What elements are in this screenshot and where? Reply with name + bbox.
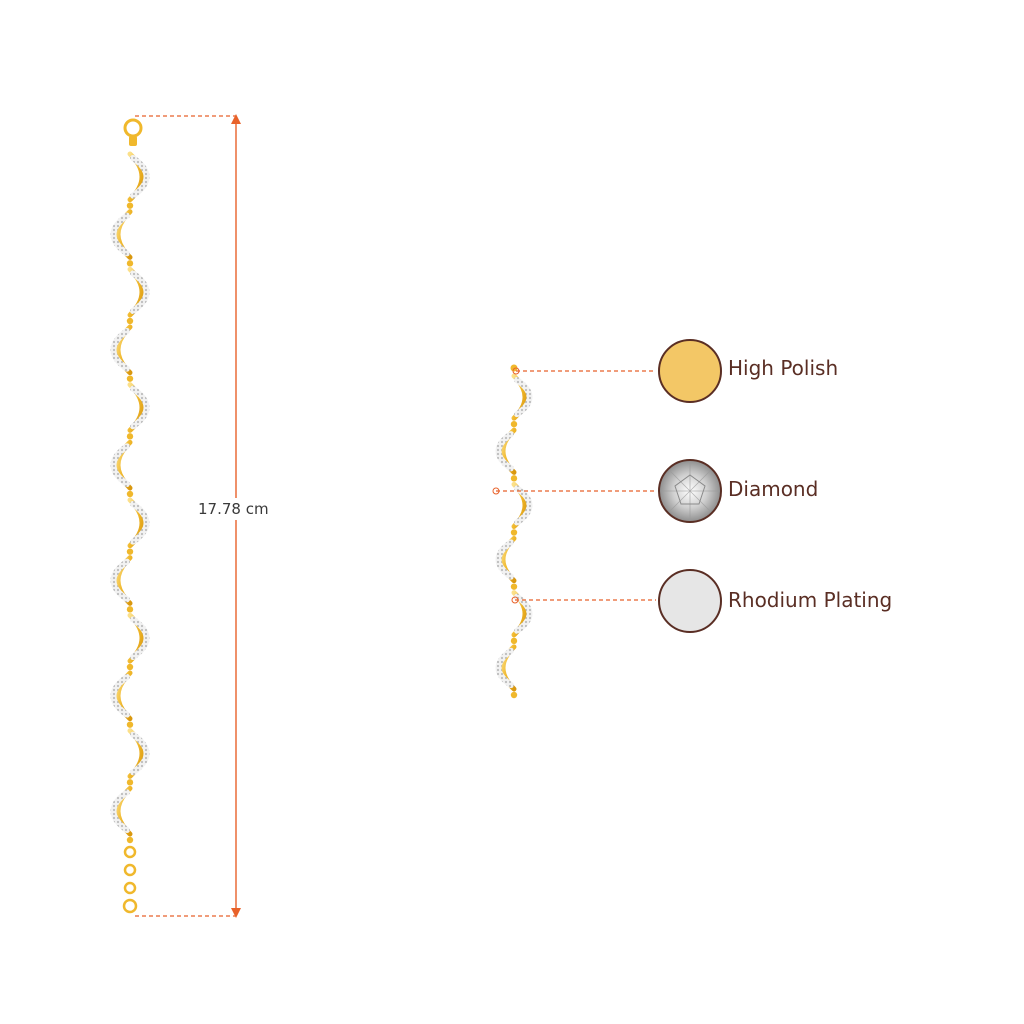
bracelet-closeup xyxy=(495,364,533,699)
extension-ring xyxy=(123,863,137,877)
long-link-diamonds xyxy=(130,155,150,199)
swatch-diamond xyxy=(658,459,722,523)
legend-label-high-polish: High Polish xyxy=(728,356,839,380)
long-link-diamonds xyxy=(110,443,130,487)
closeup-bead xyxy=(510,475,518,482)
closeup-bead xyxy=(510,637,518,645)
swatch-rhodium xyxy=(658,569,722,633)
diamond-table xyxy=(674,474,706,505)
long-link-diamonds xyxy=(110,328,130,372)
closeup-end-bead xyxy=(510,364,518,372)
long-bead xyxy=(126,779,134,786)
closeup-link-diamonds xyxy=(514,377,533,418)
extension-ring xyxy=(123,881,137,895)
long-bead xyxy=(126,548,134,555)
long-bead xyxy=(126,375,134,382)
length-measurement-label: 17.78 cm xyxy=(198,498,278,520)
long-link-diamonds xyxy=(110,212,130,257)
bracelet-full-length xyxy=(110,118,150,914)
diamond-facet xyxy=(669,470,691,492)
long-link-diamonds xyxy=(110,789,130,833)
diamond-facet xyxy=(689,470,711,492)
extension-ring xyxy=(123,845,137,859)
long-bead xyxy=(126,260,134,267)
long-link-diamonds xyxy=(110,558,130,603)
long-bead xyxy=(126,836,134,844)
long-bead xyxy=(126,317,134,325)
long-link-diamonds xyxy=(110,674,130,718)
closeup-link-diamonds xyxy=(495,647,514,688)
closeup-link-diamonds xyxy=(495,539,514,580)
long-link-diamonds xyxy=(130,385,150,430)
dimension-arrow-top xyxy=(231,114,241,124)
long-link-diamonds xyxy=(130,270,150,314)
callout-lines xyxy=(492,367,656,604)
legend-label-rhodium-plating: Rhodium Plating xyxy=(728,588,893,612)
long-bead xyxy=(126,721,134,728)
long-bead xyxy=(126,202,134,209)
swatch-high-polish xyxy=(658,339,722,403)
extension-ring xyxy=(122,898,138,914)
long-bead xyxy=(126,433,134,440)
long-bead xyxy=(126,490,134,498)
long-link-diamonds xyxy=(130,731,150,776)
lobster-clasp xyxy=(123,118,143,138)
closeup-bead xyxy=(510,420,518,428)
dimension-arrow-bottom xyxy=(231,908,241,918)
long-link-diamonds xyxy=(130,616,150,660)
long-bead xyxy=(126,606,134,613)
long-bead xyxy=(126,663,134,671)
closeup-bead xyxy=(510,529,518,536)
closeup-link-diamonds xyxy=(495,431,514,472)
long-link-diamonds xyxy=(130,501,150,545)
closeup-link-diamonds xyxy=(514,593,533,634)
closeup-bead xyxy=(510,691,518,699)
closeup-bead xyxy=(510,583,518,590)
clasp-connector xyxy=(129,136,137,146)
legend-label-diamond: Diamond xyxy=(728,477,819,501)
